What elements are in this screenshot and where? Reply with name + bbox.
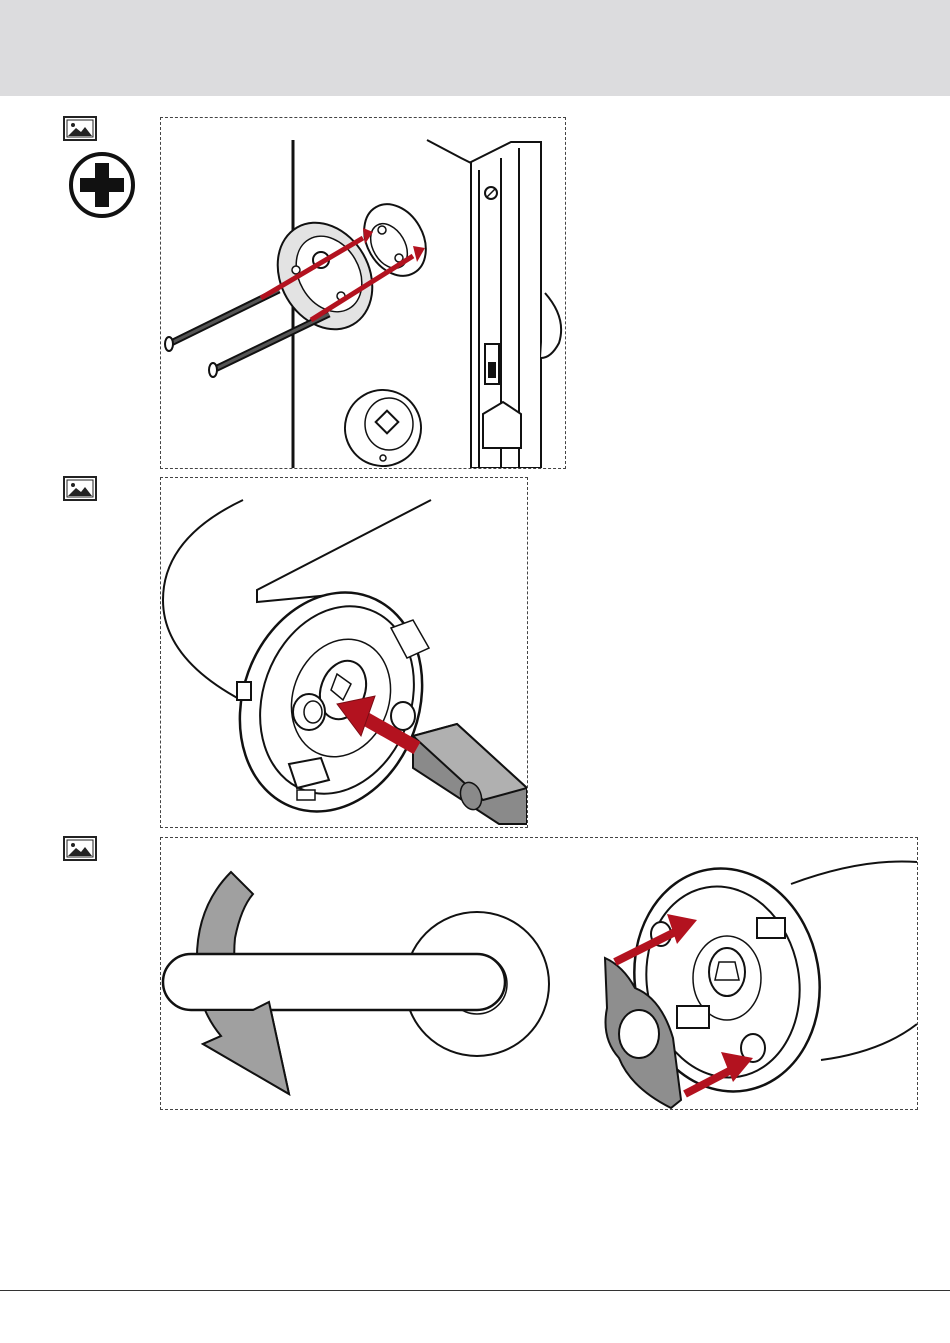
step-1-illustration xyxy=(160,117,566,469)
image-icon xyxy=(63,476,97,501)
image-icon xyxy=(63,836,97,861)
image-icon xyxy=(63,116,97,141)
step-3-illustration xyxy=(160,837,918,1110)
footer-rule xyxy=(0,1290,950,1291)
header-band xyxy=(0,0,950,96)
step-2-illustration xyxy=(160,477,528,828)
phillips-screwdriver-icon xyxy=(68,151,136,219)
